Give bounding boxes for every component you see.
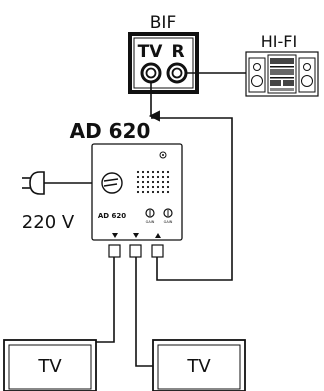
tv-coax-outlet [140,62,162,84]
vent-hole [146,185,150,189]
vent-hole [161,190,165,194]
vent-hole [156,185,160,189]
output-cable-right [135,257,156,367]
bif-tv-label: TV [138,42,164,62]
gain-knob-1: GAIN [145,208,155,224]
output-1-arrow-icon [112,233,118,238]
vent-hole [146,175,150,179]
vent-hole [161,175,165,179]
amplifier-title: AD 620 [70,119,151,143]
vent-hole [166,170,170,174]
power-plug-icon [22,171,45,195]
gain-knob-2-label: GAIN [164,220,173,224]
hifi-stereo-icon [245,51,319,97]
tv-left: TV [3,339,97,391]
amplifier-ad620: AD 620 GAIN GAIN [91,143,183,241]
amplifier-vent-grid [136,170,170,194]
input-arrow-icon [155,233,161,238]
vent-hole [151,190,155,194]
amplifier-connectors [108,244,164,258]
vent-hole [141,180,145,184]
output-2-arrow-icon [133,233,139,238]
hifi-title: HI-FI [261,32,297,51]
vent-hole [166,185,170,189]
vent-hole [156,180,160,184]
vent-hole [136,170,140,174]
power-label: 220 V [22,212,75,233]
vent-hole [161,170,165,174]
gain-knob-2: GAIN [163,208,173,224]
vent-hole [166,180,170,184]
amplifier-input-cable [151,117,233,281]
vent-hole [156,170,160,174]
vent-hole [136,180,140,184]
vent-hole [146,190,150,194]
bif-socket: TV R [128,32,199,94]
vent-hole [166,175,170,179]
vent-hole [151,175,155,179]
vent-hole [141,175,145,179]
vent-hole [156,190,160,194]
vent-hole [166,190,170,194]
vent-hole [151,185,155,189]
amplifier-panel-label: AD 620 [98,212,126,220]
vent-hole [136,190,140,194]
vent-hole [161,180,165,184]
bif-title: BIF [150,13,176,33]
amplifier-logo-icon [101,172,123,194]
vent-hole [141,170,145,174]
vent-hole [161,185,165,189]
tv-right-label: TV [186,356,211,377]
vent-hole [146,180,150,184]
gain-knob-1-label: GAIN [146,220,155,224]
output-cable-left [93,257,115,343]
vent-hole [151,170,155,174]
vent-hole [136,185,140,189]
tv-left-label: TV [37,356,62,377]
vent-hole [141,190,145,194]
radio-coax-outlet [166,62,188,84]
vent-hole [136,175,140,179]
vent-hole [151,180,155,184]
tv-right: TV [152,339,246,391]
vent-hole [146,170,150,174]
bif-r-label: R [171,42,184,62]
vent-hole [156,175,160,179]
vent-hole [141,185,145,189]
